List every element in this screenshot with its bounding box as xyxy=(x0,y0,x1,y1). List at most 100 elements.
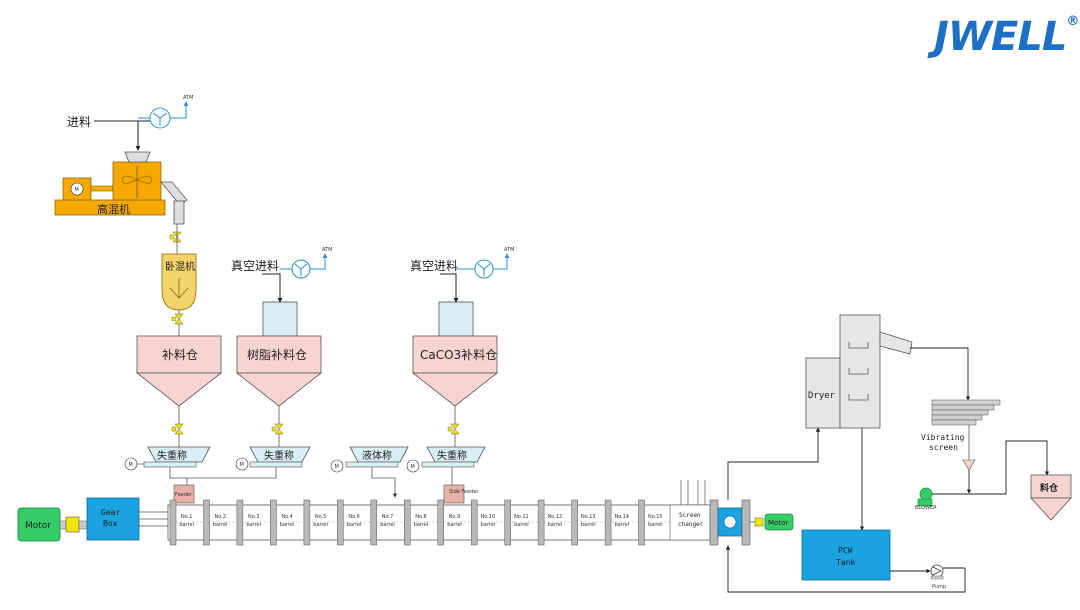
barrel-label: No.1 xyxy=(181,514,192,520)
barrel-flange xyxy=(270,499,277,546)
barrel-label: No.5 xyxy=(315,514,326,520)
lw-feeder-3: 失重称 M Side Feeder xyxy=(406,446,486,504)
feeder-label: Feeder xyxy=(175,492,193,498)
dryer-label: Dryer xyxy=(808,391,836,401)
barrel-flange xyxy=(169,499,177,546)
material-bin-label: 料仓 xyxy=(1040,482,1059,494)
barrel-label: barrel xyxy=(481,522,496,528)
barrel-label: barrel xyxy=(414,522,429,528)
barrel-label: barrel xyxy=(179,522,194,528)
side-feeder-label-1: Side Feeder xyxy=(449,489,479,495)
hopper-2: 树脂补料仓 xyxy=(235,301,323,447)
vacuum-fan-1: ATM xyxy=(138,95,193,129)
main-motor: Motor xyxy=(17,507,88,542)
pump: Pump xyxy=(930,564,965,590)
logo-text: JWELL xyxy=(934,14,1067,60)
pelletizer: Motor xyxy=(709,499,794,546)
barrel-flange xyxy=(337,499,344,546)
barrel-flange xyxy=(203,499,210,546)
mixer-motor-label: M xyxy=(75,187,79,193)
top-feed-label: 进料 xyxy=(67,115,91,129)
vibrating-screen-line1: Vibrating xyxy=(921,433,965,442)
valve-1 xyxy=(169,224,182,254)
gear-box: Gear Box xyxy=(86,497,168,541)
barrel-label: No.12 xyxy=(548,514,563,520)
barrel-flange xyxy=(404,499,411,546)
lw-feeder-3-motor: M xyxy=(411,464,415,470)
barrel-flange xyxy=(470,499,478,546)
hopper-3-label: CaCO3补料仓 xyxy=(420,348,497,362)
barrel-label: No.3 xyxy=(248,514,259,520)
barrel-flange xyxy=(437,499,444,546)
liquid-scale-label: 液体称 xyxy=(362,449,392,462)
lw-feeder-2: 失重称 M xyxy=(187,446,311,479)
blower: BLOWER xyxy=(915,440,1050,511)
pcw-tank-line1: PCW xyxy=(838,546,853,555)
barrel-flange xyxy=(236,499,244,546)
dryer: Dryer xyxy=(805,314,913,531)
lw-feeder-1: 失重称 M Feeder xyxy=(124,446,211,504)
barrel-label: barrel xyxy=(380,522,395,528)
lw-feeder-1-label: 失重称 xyxy=(157,449,187,462)
vacuum-inlet-2-label: 真空进料 xyxy=(410,259,458,273)
barrel-label: No.7 xyxy=(382,514,393,520)
barrel-label: barrel xyxy=(548,522,563,528)
barrel-label: barrel xyxy=(280,522,295,528)
barrel-label: No.2 xyxy=(214,514,225,520)
barrel-label: barrel xyxy=(581,522,596,528)
lw-feeder-2-motor: M xyxy=(240,462,244,468)
high-speed-mixer: M 高混机 xyxy=(54,151,188,225)
vent-label-1: ATM xyxy=(183,95,193,101)
barrel-label: No.8 xyxy=(415,514,426,520)
barrel-label: barrel xyxy=(246,522,261,528)
barrel-label: No.10 xyxy=(481,514,496,520)
top-feed-inlet: 进料 xyxy=(67,115,150,151)
barrel-label: barrel xyxy=(648,522,663,528)
pelletizer-motor-label: Motor xyxy=(768,519,788,527)
horizontal-mixer: 卧混机 xyxy=(161,253,197,311)
pcw-tank-line2: Tank xyxy=(836,558,855,567)
gear-box-line2: Box xyxy=(103,519,118,528)
vent-label-2: ATM xyxy=(322,247,332,253)
barrel-flange xyxy=(571,499,578,546)
registered-mark: ® xyxy=(1066,14,1079,29)
barrel-flange xyxy=(370,499,378,546)
barrel-flange xyxy=(537,499,545,546)
barrel-flange xyxy=(604,499,612,546)
barrel-label: No.4 xyxy=(281,514,292,520)
extruder-barrel: No.1 barrel No.2 barrel No.3 barrel No.4 barrel… xyxy=(167,480,717,546)
barrel-segments: No.1 barrel No.2 barrel No.3 barrel No.4 barrel… xyxy=(169,499,663,546)
gear-box-line1: Gear xyxy=(101,508,120,517)
barrel-label: No.6 xyxy=(348,514,359,520)
hopper-3: CaCO3补料仓 xyxy=(411,301,499,447)
jwell-logo: JWELL® xyxy=(934,14,1079,60)
lw-feeder-3-label: 失重称 xyxy=(437,449,467,462)
vacuum-inlet-1-label: 真空进料 xyxy=(231,259,279,273)
lw-feeder-1-motor: M xyxy=(129,462,133,468)
barrel-label: No.9 xyxy=(449,514,460,520)
main-motor-label: Motor xyxy=(25,521,51,531)
vibrating-screen: Vibrating screen xyxy=(921,399,1001,494)
valve-2 xyxy=(171,310,184,336)
barrel-label: No.15 xyxy=(648,514,663,520)
high-speed-mixer-label: 高混机 xyxy=(97,202,130,216)
hopper-1: 补料仓 xyxy=(135,335,223,447)
barrel-label: barrel xyxy=(447,522,462,528)
hopper-2-label: 树脂补料仓 xyxy=(247,347,307,362)
barrel-label: No.14 xyxy=(614,514,629,520)
screen-changer-line2: changer xyxy=(678,521,704,528)
screen-changer-line1: Screen xyxy=(679,512,701,519)
barrel-flange xyxy=(303,499,311,546)
barrel-label: barrel xyxy=(614,522,629,528)
pcw-tank: PCW Tank xyxy=(801,529,931,581)
liquid-scale-motor: M xyxy=(335,464,339,470)
barrel-label: No.13 xyxy=(581,514,596,520)
vacuum-inlet-2: 真空进料 ATM xyxy=(231,247,332,303)
material-bin: 料仓 xyxy=(1030,474,1072,521)
lw-feeder-2-label: 失重称 xyxy=(264,449,294,462)
barrel-label: No.11 xyxy=(514,514,529,520)
barrel-label: barrel xyxy=(313,522,328,528)
liquid-scale: 液体称 M xyxy=(330,446,409,498)
vent-label-3: ATM xyxy=(504,247,514,253)
